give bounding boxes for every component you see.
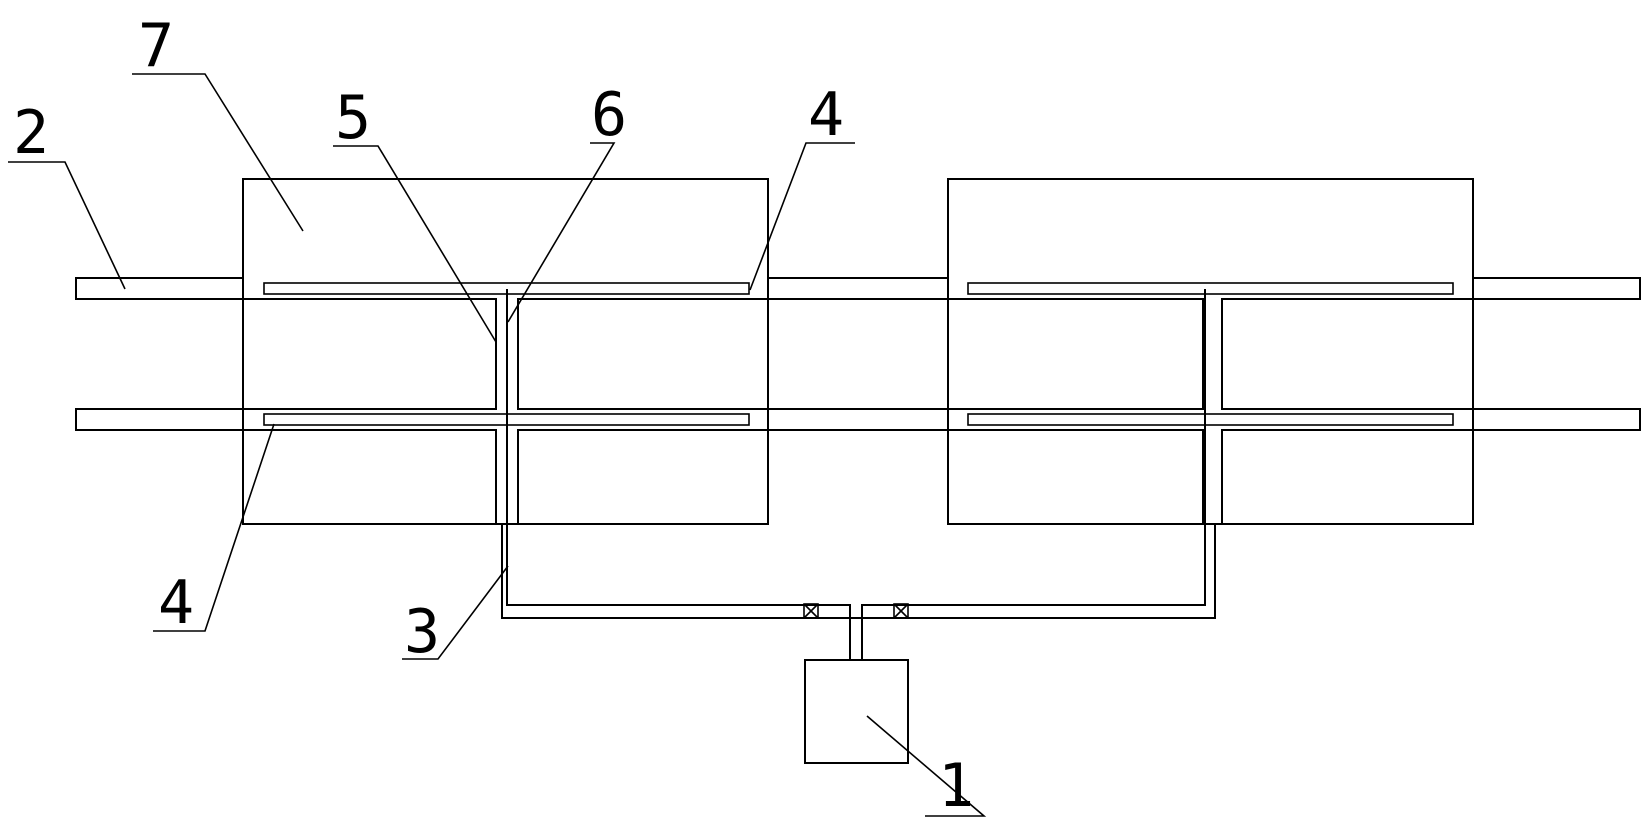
source-box	[804, 659, 909, 764]
feed-pipe-outer	[501, 523, 1216, 619]
feed-pipe-inner	[506, 289, 851, 661]
right-top-slot	[967, 282, 1454, 295]
left-cell-bottom-left	[242, 429, 497, 525]
right-cell-bottom-right	[1221, 429, 1474, 525]
right-bottom-slot	[967, 413, 1454, 426]
label-7: 7	[138, 11, 174, 81]
leader-2	[8, 161, 126, 290]
right-cell-bottom-left	[947, 429, 1204, 525]
left-valve-icon	[803, 603, 819, 619]
leader-3	[402, 565, 509, 660]
label-5: 5	[335, 83, 371, 153]
top-rail-right-end	[1472, 277, 1641, 300]
right-cell-top-right	[1221, 298, 1474, 410]
label-3: 3	[404, 597, 440, 667]
leader-1	[866, 715, 987, 817]
left-block	[242, 178, 769, 525]
leader-6	[507, 142, 616, 323]
feed-pipe-inner-right	[861, 289, 1206, 661]
bottom-rail-right-end	[1472, 408, 1641, 431]
left-cell-bottom-right	[517, 429, 769, 525]
bottom-rail-left-end	[75, 408, 244, 431]
label-2: 2	[13, 98, 49, 168]
leader-4-bottom	[153, 423, 275, 632]
leader-5	[333, 145, 497, 343]
label-1: 1	[938, 751, 974, 821]
right-valve-icon	[893, 603, 909, 619]
left-cell-top-left	[242, 298, 497, 410]
left-cell-top-right	[517, 298, 769, 410]
right-cell-top-left	[947, 298, 1204, 410]
top-rail-left-end	[75, 277, 244, 300]
right-block	[947, 178, 1474, 525]
leader-7	[132, 73, 304, 232]
label-6: 6	[591, 80, 627, 150]
label-4-top: 4	[808, 80, 844, 150]
leader-4-top	[749, 142, 855, 291]
label-4-bottom: 4	[158, 568, 194, 638]
